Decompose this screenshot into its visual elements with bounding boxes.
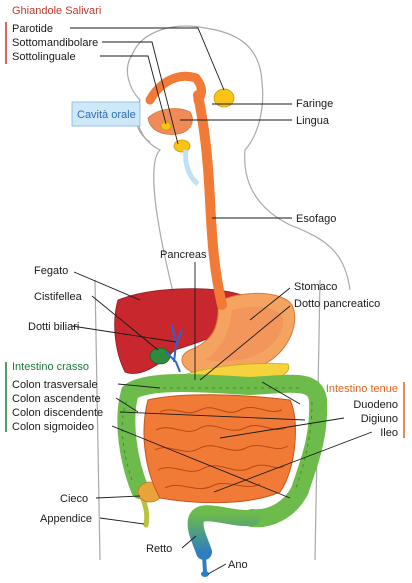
submandibular-gland xyxy=(173,139,191,153)
label-lingua: Lingua xyxy=(296,115,330,127)
small-intestine-title: Intestino tenue xyxy=(326,383,398,395)
label-stomaco: Stomaco xyxy=(294,281,337,293)
label-sottomandibolare: Sottomandibolare xyxy=(12,37,98,49)
label-colon-discendente: Colon discendente xyxy=(12,407,103,419)
label-duodeno: Duodeno xyxy=(353,399,398,411)
label-colon-sigmoideo: Colon sigmoideo xyxy=(12,421,94,433)
anal-canal xyxy=(202,555,207,573)
label-colon-trasversale: Colon trasversale xyxy=(12,379,98,391)
label-parotide: Parotide xyxy=(12,23,53,35)
anus xyxy=(201,571,209,577)
label-ano: Ano xyxy=(228,559,248,571)
label-cieco: Cieco xyxy=(60,493,88,505)
large-intestine-title: Intestino crasso xyxy=(12,361,89,373)
bile-ducts xyxy=(165,324,183,373)
label-ileo: Ileo xyxy=(380,427,398,439)
trachea xyxy=(183,149,200,186)
small-intestine-group: Intestino tenue Duodeno Digiuno Ileo xyxy=(326,382,405,439)
label-cistifellea: Cistifellea xyxy=(34,291,83,303)
tongue xyxy=(147,108,193,135)
label-cavita-orale: Cavità orale xyxy=(77,109,136,121)
colon-texture xyxy=(121,387,313,489)
label-pancreas: Pancreas xyxy=(160,249,207,261)
label-appendice: Appendice xyxy=(40,513,92,525)
pharynx xyxy=(145,71,206,105)
label-sottolinguale: Sottolinguale xyxy=(12,51,76,63)
stomach-inner xyxy=(205,306,284,362)
rectum xyxy=(187,505,260,560)
small-intestine-folds xyxy=(154,406,289,490)
small-intestine xyxy=(143,394,296,504)
label-retto: Retto xyxy=(146,543,172,555)
salivary-title: Ghiandole Salivari xyxy=(12,5,101,17)
label-faringe: Faringe xyxy=(296,98,333,110)
label-fegato: Fegato xyxy=(34,265,68,277)
label-digiuno: Digiuno xyxy=(361,413,398,425)
sublingual-gland xyxy=(160,121,172,131)
large-intestine-group: Intestino crasso Colon trasversale Colon… xyxy=(5,361,103,433)
colon xyxy=(117,374,328,528)
esophagus xyxy=(193,90,227,310)
oral-cavity-box xyxy=(71,101,141,127)
label-colon-ascendente: Colon ascendente xyxy=(12,393,101,405)
gallbladder xyxy=(149,347,171,365)
salivary-group: Ghiandole Salivari Parotide Sottomandibo… xyxy=(5,5,101,64)
label-esofago: Esofago xyxy=(296,213,336,225)
leader-lines xyxy=(70,27,373,575)
label-dotti-biliari: Dotti biliari xyxy=(28,321,79,333)
label-dotto-pancreatico: Dotto pancreatico xyxy=(294,298,380,310)
